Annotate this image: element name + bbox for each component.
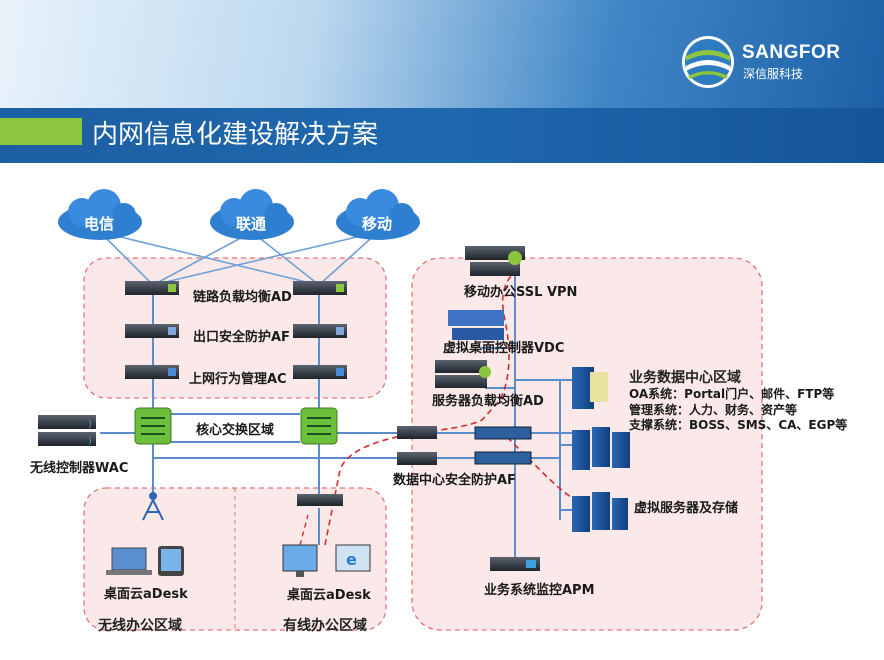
- egress-af-label: 出口安全防护AF: [193, 330, 290, 345]
- apm-label: 业务系统监控APM: [484, 583, 595, 598]
- tablet-icon: [158, 546, 184, 576]
- dc-af-devices: [397, 426, 532, 465]
- cloud-label-telecom: 电信: [84, 215, 115, 233]
- office-switch: [297, 494, 343, 506]
- cloud-label-unicom: 联通: [236, 215, 267, 233]
- dc-af-label: 数据中心安全防护AF: [393, 473, 516, 488]
- ssl-vpn-device: [465, 246, 525, 276]
- vdc-device: [448, 310, 504, 340]
- vdc-label: 虚拟桌面控制器VDC: [443, 341, 565, 356]
- desktop-icon: [282, 544, 318, 577]
- laptop-icon: [106, 547, 152, 575]
- core-switch-label: 核心交换区域: [196, 423, 275, 438]
- wac-device: ) ): [38, 415, 96, 447]
- logo-name: SANGFOR: [742, 42, 841, 63]
- svg-text:): ): [88, 436, 92, 447]
- virtual-storage-servers: [572, 492, 628, 532]
- logo-subtitle: 深信服科技: [743, 67, 804, 81]
- biz-line-support: 支撑系统：BOSS、SMS、CA、EGP等: [629, 418, 848, 432]
- link-lb-label: 链路负载均衡AD: [193, 290, 292, 305]
- network-links: [100, 262, 575, 558]
- ac-label: 上网行为管理AC: [189, 372, 287, 387]
- biz-line-mgmt: 管理系统：人力、财务、资产等: [629, 403, 798, 417]
- wired-zone-label: 有线办公区域: [283, 618, 367, 634]
- cloud-label-mobile: 移动: [362, 215, 393, 233]
- title-accent: [0, 118, 82, 145]
- virtual-storage-label: 虚拟服务器及存储: [634, 501, 739, 516]
- server-ad-device: [435, 360, 491, 388]
- cloud-mobile: [336, 189, 420, 240]
- network-diagram: ) ) e: [38, 189, 763, 631]
- biz-line-oa: OA系统：Portal门户、邮件、FTP等: [629, 387, 835, 401]
- egress-af-devices: [125, 324, 347, 338]
- wireless-zone-label: 无线办公区域: [98, 618, 182, 634]
- biz-servers: [572, 367, 630, 470]
- cloud-telecom: [58, 189, 142, 240]
- ac-devices: [125, 365, 347, 379]
- apm-device: [490, 557, 540, 571]
- title-bar: [0, 108, 884, 163]
- ie-desktop-icon: e: [335, 544, 371, 572]
- svg-text:e: e: [346, 550, 357, 569]
- ssl-vpn-label: 移动办公SSL VPN: [464, 285, 578, 300]
- wireless-ap-icon: [142, 492, 164, 521]
- wired-adesk-label: 桌面云aDesk: [287, 588, 371, 603]
- sangfor-logo-icon: [682, 36, 734, 88]
- svg-text:): ): [88, 419, 92, 430]
- cloud-unicom: [210, 189, 294, 240]
- page-title: 内网信息化建设解决方案: [92, 120, 379, 150]
- wac-label: 无线控制器WAC: [30, 461, 129, 476]
- vpn-path: [324, 274, 576, 546]
- isp-links: [99, 231, 379, 286]
- link-lb-devices: [125, 281, 347, 295]
- wireless-adesk-label: 桌面云aDesk: [104, 587, 188, 602]
- biz-dc-title: 业务数据中心区域: [629, 370, 741, 386]
- core-switches: [134, 407, 338, 445]
- server-ad-label: 服务器负载均衡AD: [432, 394, 544, 409]
